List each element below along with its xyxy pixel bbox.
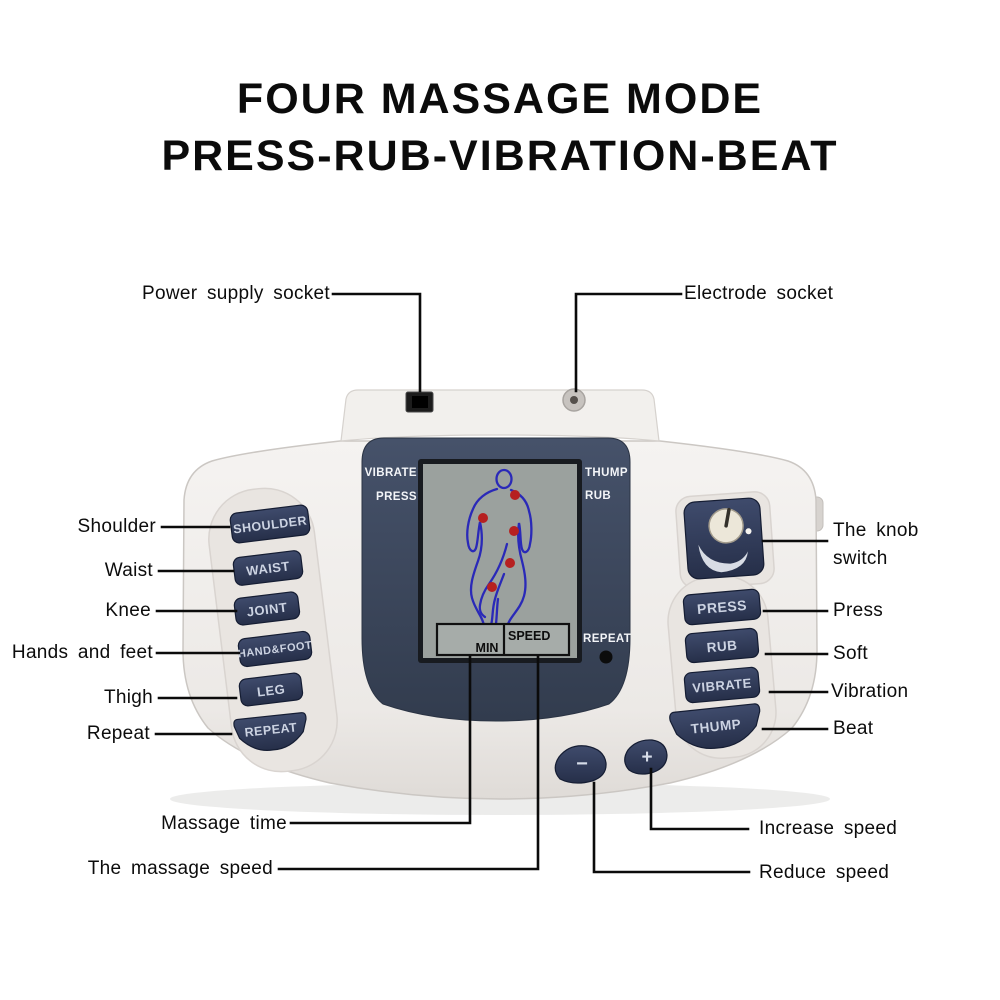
callout-line-electrode (574, 292, 683, 393)
svg-text:PRESS: PRESS (696, 597, 747, 617)
label-repeat: Repeat (86, 723, 150, 744)
page-title-line2: PRESS-RUB-VIBRATION-BEAT (161, 132, 839, 180)
knob-swoosh (698, 544, 748, 573)
svg-text:WAIST: WAIST (245, 558, 290, 578)
svg-text:LEG: LEG (256, 681, 286, 699)
label-vibration: Vibration (831, 681, 909, 702)
svg-text:JOINT: JOINT (246, 600, 288, 620)
svg-text:VIBRATE: VIBRATE (692, 675, 753, 695)
joint-button: JOINT (233, 591, 301, 626)
speed-label: SPEED (508, 629, 550, 643)
massage-point-dot (505, 558, 515, 568)
label-shoulder: Shoulder (77, 516, 156, 537)
press-button: PRESS (682, 588, 762, 626)
label-beat: Beat (833, 718, 874, 739)
massage-point-dot (509, 526, 519, 536)
rub-button: RUB (684, 627, 760, 664)
massage-point-dot (510, 490, 520, 500)
vibrate-button: VIBRATE (683, 666, 761, 704)
callout-line-massage-time (289, 655, 472, 825)
svg-text:REPEAT: REPEAT (244, 720, 298, 739)
repeat-button: REPEAT (233, 712, 307, 751)
panel-label-vibrate: VIBRATE (365, 467, 417, 479)
top-cap (340, 389, 660, 442)
knob-dot (745, 528, 752, 535)
repeat-indicator-dot (599, 650, 613, 664)
panel-label-rub: RUB (585, 490, 611, 502)
massage-point-dots (478, 490, 520, 592)
svg-text:RUB: RUB (706, 638, 738, 656)
electrode-socket-hole (570, 396, 578, 404)
callout-line-massage-speed (277, 655, 540, 871)
knob-switch (683, 497, 765, 580)
panel-label-thump: THUMP (585, 467, 628, 479)
power-socket-hole (412, 396, 428, 408)
callout-line-power (331, 292, 422, 393)
massage-point-dot (478, 513, 488, 523)
label-press: Press (833, 600, 884, 621)
page-title-line1: FOUR MASSAGE MODE (236, 75, 764, 123)
svg-text:THUMP: THUMP (690, 716, 742, 736)
shoulder-button: SHOULDER (229, 504, 311, 544)
thump-button: THUMP (669, 703, 761, 750)
callout-line-reduce (592, 781, 751, 874)
label-electrode: Electrode socket (684, 283, 834, 304)
label-increase-speed: Increase speed (759, 818, 898, 839)
panel-label-press: PRESS (376, 491, 417, 503)
min-label: MIN (476, 641, 499, 655)
massage-point-dot (487, 582, 497, 592)
label-massage-time: Massage time (161, 813, 287, 834)
knob-pointer (724, 507, 731, 528)
plus-icon: + (641, 747, 652, 768)
minus-button: − (554, 745, 607, 784)
label-waist: Waist (104, 560, 153, 581)
label-power-supply: Power supply socket (142, 283, 330, 304)
panel-label-repeat: REPEAT (583, 633, 631, 645)
label-knob-switch: The knob switch (833, 520, 919, 569)
leg-button: LEG (238, 672, 304, 707)
handfoot-button: HAND&FOOT (237, 630, 313, 668)
label-knee: Knee (105, 600, 151, 621)
label-reduce-speed: Reduce speed (759, 862, 890, 883)
label-thigh: Thigh (103, 687, 153, 708)
label-soft: Soft (833, 643, 868, 664)
label-hands-feet: Hands and feet (11, 642, 153, 663)
label-massage-speed: The massage speed (87, 858, 273, 879)
callout-lines (154, 292, 829, 874)
minus-icon: − (576, 753, 588, 775)
callout-line-increase (649, 767, 750, 831)
